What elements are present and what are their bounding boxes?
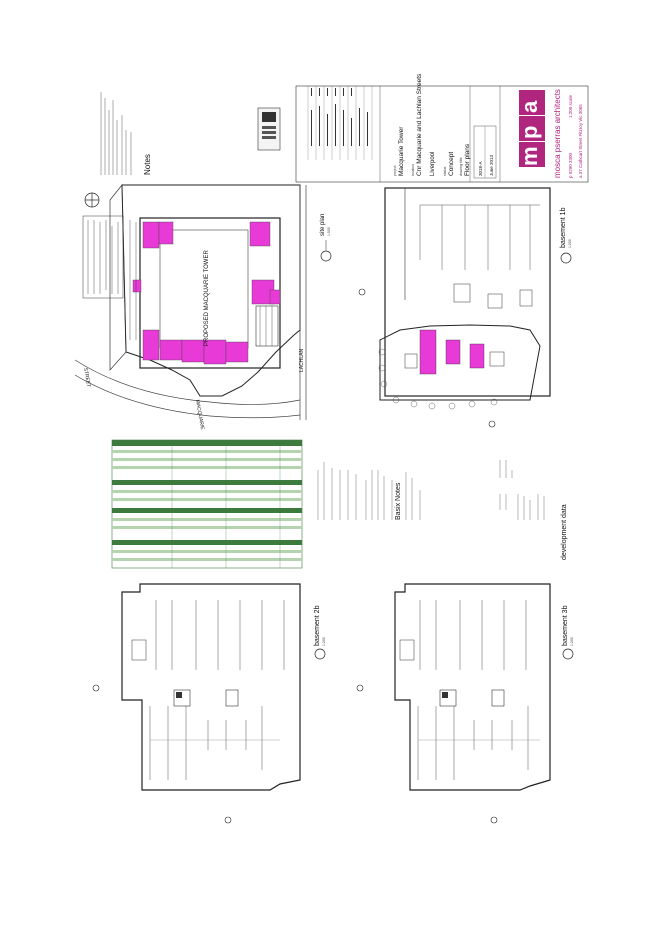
basement-2b-scale: 1:200 bbox=[322, 637, 326, 646]
development-data-heading: development data bbox=[561, 504, 568, 560]
status-text: Concept bbox=[448, 152, 455, 176]
street-label-lachlan: LACHLAN bbox=[299, 349, 305, 372]
basix-heading: Basix Notes bbox=[395, 482, 402, 520]
status-label: status bbox=[443, 166, 447, 176]
basement-3b-label: basement 3b bbox=[562, 605, 569, 646]
city-text: Liverpool bbox=[430, 152, 436, 176]
street-label-street: STREET bbox=[82, 367, 91, 387]
basement-2b-label: basement 2b bbox=[314, 605, 321, 646]
firm-name: mosca pserras architects bbox=[553, 89, 562, 178]
notes-heading: Notes bbox=[143, 154, 152, 175]
title-block: project Macquarie Tower location Cnr Mac… bbox=[295, 73, 589, 183]
development-data: development data bbox=[499, 460, 568, 560]
notes-block: Notes bbox=[100, 92, 281, 175]
location-label: location bbox=[411, 164, 415, 176]
location-text: Cnr Macquarie and Lachlan Streets bbox=[416, 73, 423, 176]
site-plan-scale: 1:500 bbox=[327, 227, 331, 236]
site-plan: PROPOSED MACQUARIE TOWER MACQUARIE STREE… bbox=[74, 184, 332, 431]
logo-letter-p: p bbox=[517, 126, 542, 139]
logo-letter-a: a bbox=[517, 100, 542, 113]
site-plan-label: site plan bbox=[320, 214, 326, 236]
drawing-date: June 2013 bbox=[489, 154, 494, 176]
drawing-scale: 1:200 scale bbox=[568, 94, 573, 118]
basix-notes: Basix Notes bbox=[317, 462, 421, 520]
plan-basement-1b: basement 1b 1:200 bbox=[358, 187, 572, 428]
plan-basement-3b: basement 3b 1:200 bbox=[356, 583, 574, 824]
schedule-table bbox=[111, 439, 303, 569]
basement-1b-scale: 1:200 bbox=[568, 239, 572, 248]
street-label-macquarie: MACQUARIE bbox=[194, 399, 205, 431]
drawing-title: Floor plans bbox=[464, 143, 471, 176]
project-label: project bbox=[393, 165, 397, 176]
logo-letter-m: m bbox=[517, 146, 542, 166]
firm-logo: a p m mosca pserras architects p 9290 33… bbox=[517, 89, 583, 178]
project-name: Macquarie Tower bbox=[398, 126, 405, 176]
basement-1b-label: basement 1b bbox=[560, 207, 567, 248]
highlighted-units bbox=[132, 221, 281, 365]
firm-phone: p 9290 3300 bbox=[568, 152, 573, 178]
site-plan-legend bbox=[82, 192, 124, 299]
basement-3b-scale: 1:200 bbox=[570, 637, 574, 646]
plan-basement-2b: basement 2b 1:200 bbox=[92, 583, 326, 824]
firm-address: a 37 Cathcart Street Fitzroy Vic 3065 bbox=[578, 104, 583, 178]
drawing-title-label: drawing title bbox=[459, 157, 463, 176]
building-label: PROPOSED MACQUARIE TOWER bbox=[204, 250, 210, 346]
job-number: 3018-A bbox=[478, 161, 483, 176]
